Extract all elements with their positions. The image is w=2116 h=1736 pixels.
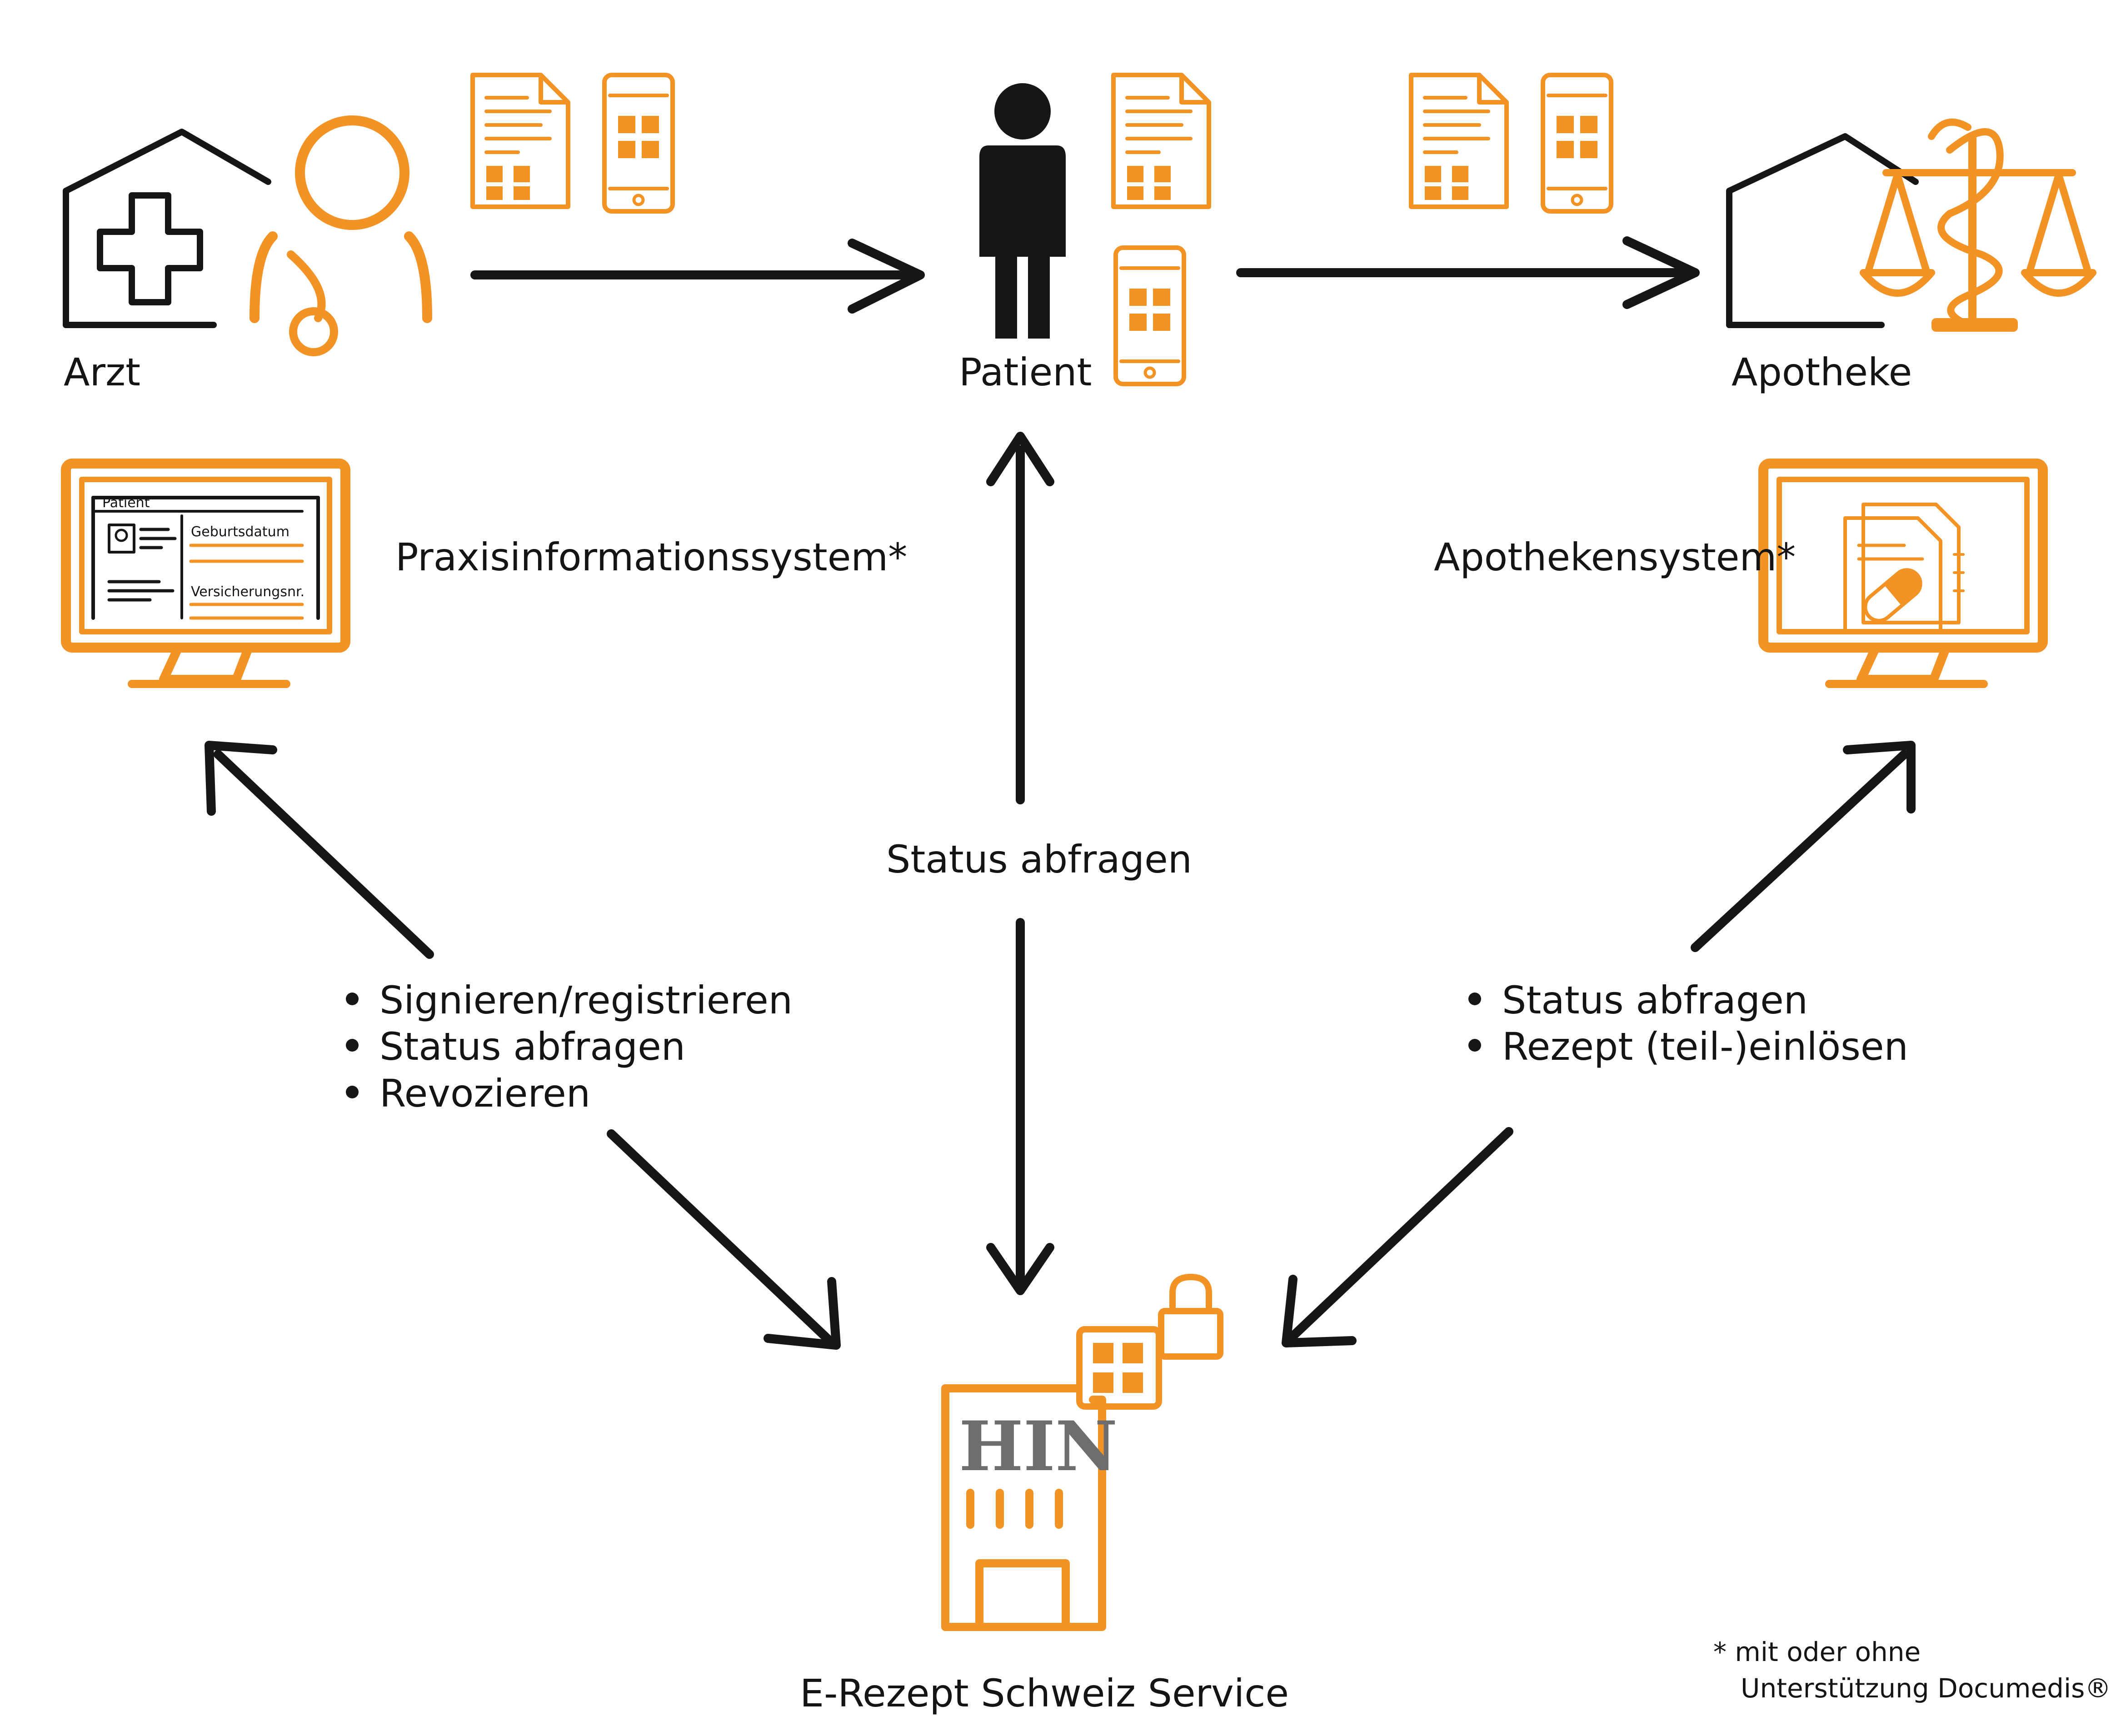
arrow-right-up <box>1691 750 1909 952</box>
arrowhead-right-up <box>1843 741 1916 813</box>
arrowhead-left-up <box>205 741 277 816</box>
prescription-document-icon <box>473 75 568 207</box>
node-label-patient: Patient <box>959 350 1092 394</box>
prescription-document-icon-2 <box>1411 75 1507 207</box>
arrow-left-up <box>214 750 434 959</box>
arrow-left-down <box>607 1129 832 1343</box>
hospital-icon <box>63 129 271 328</box>
doctor-icon <box>250 115 432 356</box>
caduceus-scale-icon <box>1860 118 2096 332</box>
node-label-praxis-system: Praxisinformationssystem* <box>395 535 907 579</box>
node-label-apotheke: Apotheke <box>1732 350 1912 394</box>
edge-item-left-3: Revozieren <box>379 1071 590 1116</box>
monitor-icon-praxis: Patient Geburtsdatum Versicherungsnr. <box>61 459 350 688</box>
edge-list-left: Signieren/registrieren Status abfragen R… <box>346 978 793 1116</box>
edge-label-center: Status abfragen <box>886 837 1192 882</box>
arrowhead-center-down <box>986 1243 1054 1295</box>
edge-list-right: Status abfragen Rezept (teil-)einlösen <box>1468 978 1908 1069</box>
node-label-service: E-Rezept Schweiz Service <box>800 1671 1289 1716</box>
node-label-apotheken-system: Apothekensystem* <box>1434 535 1796 579</box>
screen-label-patient: Patient <box>102 495 150 511</box>
screen-label-geburtsdatum: Geburtsdatum <box>191 524 289 540</box>
screen-label-versicherung: Versicherungsnr. <box>191 584 304 600</box>
pharmacy-icon <box>1726 133 1919 328</box>
building-icon: HIN <box>941 1384 1118 1631</box>
footnote-line-1: * mit oder ohne <box>1713 1636 1921 1667</box>
smartphone-qr-icon-patient <box>1116 248 1184 384</box>
smartphone-qr-icon <box>604 75 673 211</box>
footnote-line-2: Unterstützung Documedis® <box>1741 1673 2111 1704</box>
qr-code-icon <box>1076 1326 1162 1410</box>
monitor-icon-apotheke <box>1758 459 2048 688</box>
arrowhead-arzt-to-patient <box>848 239 925 314</box>
node-label-arzt: Arzt <box>64 350 140 394</box>
person-icon <box>979 83 1066 339</box>
building-logo: HIN <box>959 1407 1118 1487</box>
arrowhead-right-down <box>1282 1275 1357 1347</box>
lock-icon <box>1158 1274 1223 1360</box>
arrow-right-down <box>1288 1127 1513 1341</box>
arrowhead-center-up <box>986 432 1054 486</box>
arrowhead-patient-to-apotheke <box>1622 236 1700 309</box>
edge-item-right-2: Rezept (teil-)einlösen <box>1502 1024 1908 1069</box>
arrowhead-left-down <box>764 1277 841 1350</box>
edge-item-right-1: Status abfragen <box>1502 978 1808 1023</box>
smartphone-qr-icon-2 <box>1543 75 1611 211</box>
edge-item-left-1: Signieren/registrieren <box>379 978 793 1023</box>
edge-item-left-2: Status abfragen <box>379 1024 685 1069</box>
prescription-document-icon-patient <box>1113 75 1209 207</box>
